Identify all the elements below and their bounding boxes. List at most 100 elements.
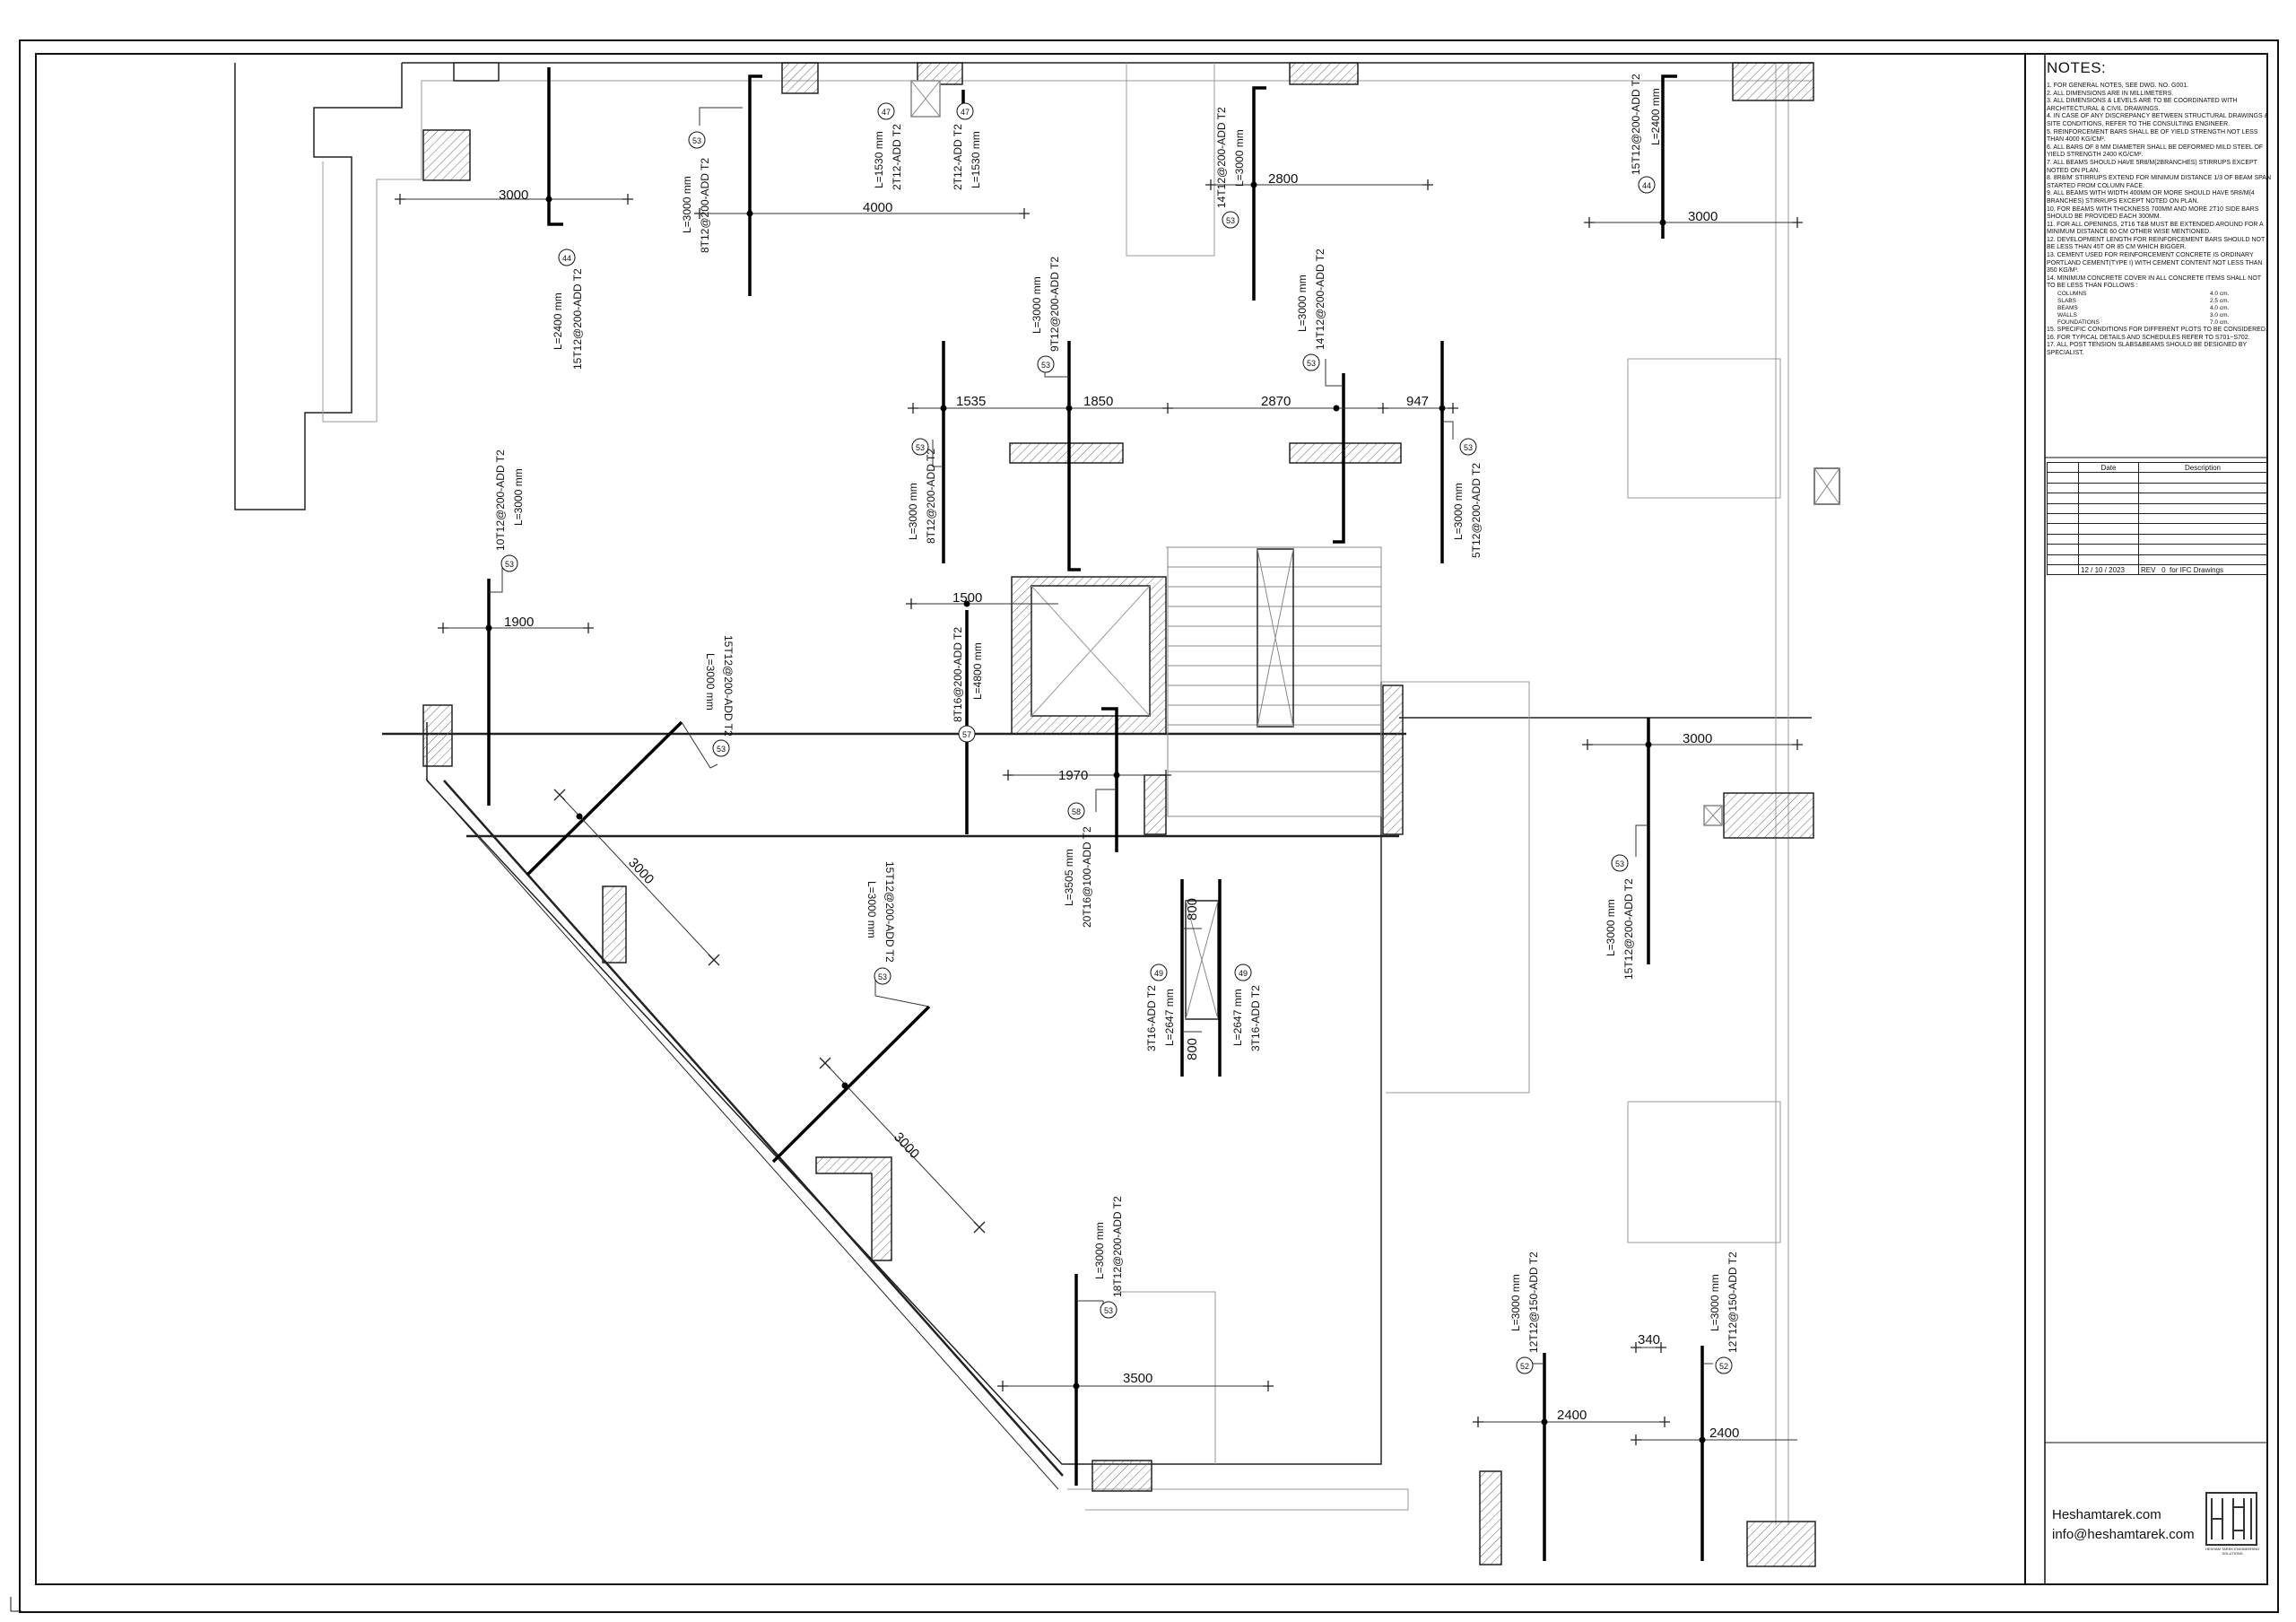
note-item: 7. ALL BEAMS SHOULD HAVE 5R8/m(2BRANCHES… — [2047, 159, 2257, 174]
dim-text: 3000 — [625, 855, 657, 887]
bar-tag-number: 53 — [1464, 443, 1473, 452]
bar-tag-number: 53 — [1226, 216, 1235, 225]
company-contact: Heshamtarek.com info@heshamtarek.com — [2052, 1505, 2195, 1545]
bar-text: L=1530 mm — [970, 131, 982, 188]
bar-tag-number: 53 — [916, 443, 925, 452]
dim-text: 800 — [1185, 1038, 1200, 1060]
notes-title: NOTES: — [2047, 59, 2107, 76]
note-item: 17. ALL POST TENSION SLABS&BEAMS SHOULD … — [2047, 342, 2248, 356]
bar-intersection-dots — [485, 181, 1706, 1443]
bar-callout: 53 14T12@200-ADD T2 L=3000 mm — [1215, 107, 1246, 229]
bar-text: 15T12@200-ADD T2 — [722, 635, 735, 737]
bar-tag-number: 49 — [1154, 969, 1163, 978]
dimension-ticks — [395, 179, 1803, 1445]
note-item: 5. REINFORCEMENT BARS SHALL BE OF YIELD … — [2047, 128, 2258, 144]
dimension-texts: 3000 4000 2800 3000 1535 1850 2870 947 1… — [499, 171, 1739, 1441]
bar-text: L=3000 mm — [907, 483, 919, 540]
note-item: 8. 8R8/m' STIRRUPS EXTEND FOR MINIMUM DI… — [2047, 175, 2272, 189]
bar-text: L=1530 mm — [873, 131, 885, 188]
revision-date: 12 / 10 / 2023 — [2078, 563, 2139, 576]
bar-callout: 58 L=3505 mm 20T16@100-ADD T2 — [1063, 802, 1093, 928]
dim-text: 1970 — [1058, 768, 1088, 783]
bar-text: 20T16@100-ADD T2 — [1081, 826, 1093, 928]
bar-text: 8T12@200-ADD T2 — [699, 158, 711, 253]
rebar-lines — [487, 67, 1704, 1561]
bar-text: L=3000 mm — [1233, 129, 1246, 187]
bar-text: L=4800 mm — [971, 642, 984, 700]
bar-callout: 49 L=2647 mm 3T16-ADD T2 — [1231, 964, 1262, 1051]
dim-text: 800 — [1185, 898, 1200, 920]
bar-text: 14T12@200-ADD T2 — [1314, 249, 1326, 350]
bar-callout: 53 L=3000 mm 14T12@200-ADD T2 — [1296, 249, 1326, 371]
bar-text: 3T16-ADD T2 — [1145, 985, 1158, 1051]
bar-text: 15T12@200-ADD T2 — [883, 861, 896, 963]
bar-callout: 44 15T12@200-ADD T2 L=2400 mm — [1630, 74, 1662, 194]
bar-text: 8T12@200-ADD T2 — [925, 449, 937, 544]
bar-callout: 53 L=3000 mm 15T12@200-ADD T2 — [1605, 854, 1635, 980]
bar-tag — [558, 249, 576, 266]
revision-date-header: Date — [2078, 461, 2139, 474]
bar-text: 9T12@200-ADD T2 — [1048, 257, 1061, 352]
company-email[interactable]: info@heshamtarek.com — [2052, 1527, 2195, 1542]
note-item: 6. ALL BARS OF 8 MM DIAMETER SHALL BE DE… — [2047, 144, 2264, 159]
bar-text: L=2647 mm — [1231, 989, 1244, 1046]
bar-tag-number: 47 — [882, 108, 891, 117]
bar-text: 8T16@200-ADD T2 — [952, 627, 964, 722]
bar-callouts: 44 L=2400 mm 15T12@200-ADD T2 53 L=3000 … — [494, 74, 1739, 1374]
bar-tag-number: 53 — [505, 560, 514, 569]
bar-callout: 44 L=2400 mm 15T12@200-ADD T2 — [552, 249, 584, 370]
bar-text: L=3000 mm — [681, 176, 693, 233]
bar-text: 18T12@200-ADD T2 — [1111, 1196, 1124, 1297]
bar-text: 5T12@200-ADD T2 — [1470, 463, 1483, 558]
secondary-lines — [322, 63, 1812, 1565]
bar-callout: 52 L=3000 mm 12T12@150-ADD T2 — [1509, 1251, 1540, 1374]
bar-callout: 47 L=1530 mm 2T12-ADD T2 — [873, 102, 903, 190]
dim-text: 2800 — [1268, 171, 1298, 187]
bar-callout: 53 L=3000 mm 8T12@200-ADD T2 — [907, 438, 937, 544]
dimension-lines — [400, 107, 1797, 1441]
note-item: 11. FOR ALL OPENINGS, 2T16 T&B MUST BE E… — [2047, 221, 2264, 236]
bar-text: L=3000 mm — [1509, 1274, 1522, 1331]
bar-tag-number: 53 — [692, 136, 701, 145]
bar-tag-number: 44 — [562, 254, 571, 263]
bar-callout: 53 15T12@200-ADD T2 L=3000 mm — [704, 635, 735, 757]
bar-text: L=2400 mm — [552, 292, 564, 350]
bar-callout: 53 L=3000 mm 9T12@200-ADD T2 — [1031, 257, 1061, 373]
logo-mark — [2205, 1492, 2257, 1546]
dim-text: 1500 — [952, 590, 982, 606]
logo-caption: HESHAM TAREK ENGINEERING SOLUTIONS — [2205, 1547, 2260, 1556]
notes-list-2: 15. SPECIFIC CONDITIONS FOR DIFFERENT PL… — [2047, 327, 2271, 357]
dim-text: 1900 — [504, 615, 534, 630]
column-crosses — [910, 80, 1840, 1020]
revision-description-header: Description — [2138, 461, 2267, 474]
bar-text: 15T12@200-ADD T2 — [571, 268, 584, 370]
bar-callout: 53 15T12@200-ADD T2 L=3000 mm — [865, 861, 896, 985]
note-item: 10. FOR BEAMS WITH THICKNESS 700mm AND M… — [2047, 205, 2259, 221]
bar-text: L=3000 mm — [1296, 275, 1309, 332]
bar-text: L=3000 mm — [1452, 483, 1465, 540]
dim-text: 1850 — [1083, 394, 1113, 409]
dim-text: 4000 — [863, 200, 892, 215]
elevator-shaft — [1011, 576, 1167, 735]
dim-text: 3500 — [1123, 1371, 1152, 1386]
company-website[interactable]: Heshamtarek.com — [2052, 1507, 2161, 1522]
dim-text: 340 — [1638, 1332, 1660, 1347]
bar-text: 10T12@200-ADD T2 — [494, 449, 507, 551]
bar-text: L=3000 mm — [865, 881, 878, 938]
dim-text: 3000 — [1683, 731, 1712, 746]
bar-text: L=2647 mm — [1163, 989, 1176, 1046]
dim-text: 3000 — [891, 1129, 922, 1162]
bar-callout: 53 L=3000 mm 5T12@200-ADD T2 — [1452, 438, 1483, 558]
bar-tag-number: 57 — [962, 730, 971, 739]
note-item: 13. CEMENT USED FOR REINFORCEMENT CONCRE… — [2047, 252, 2263, 275]
bar-tag-number: 53 — [717, 745, 726, 754]
dim-text: 1535 — [956, 394, 986, 409]
bar-callout: 49 3T16-ADD T2 L=2647 mm — [1145, 964, 1176, 1051]
note-item: 15. SPECIFIC CONDITIONS FOR DIFFERENT PL… — [2047, 327, 2267, 334]
bar-tag-number: 53 — [1307, 359, 1316, 368]
